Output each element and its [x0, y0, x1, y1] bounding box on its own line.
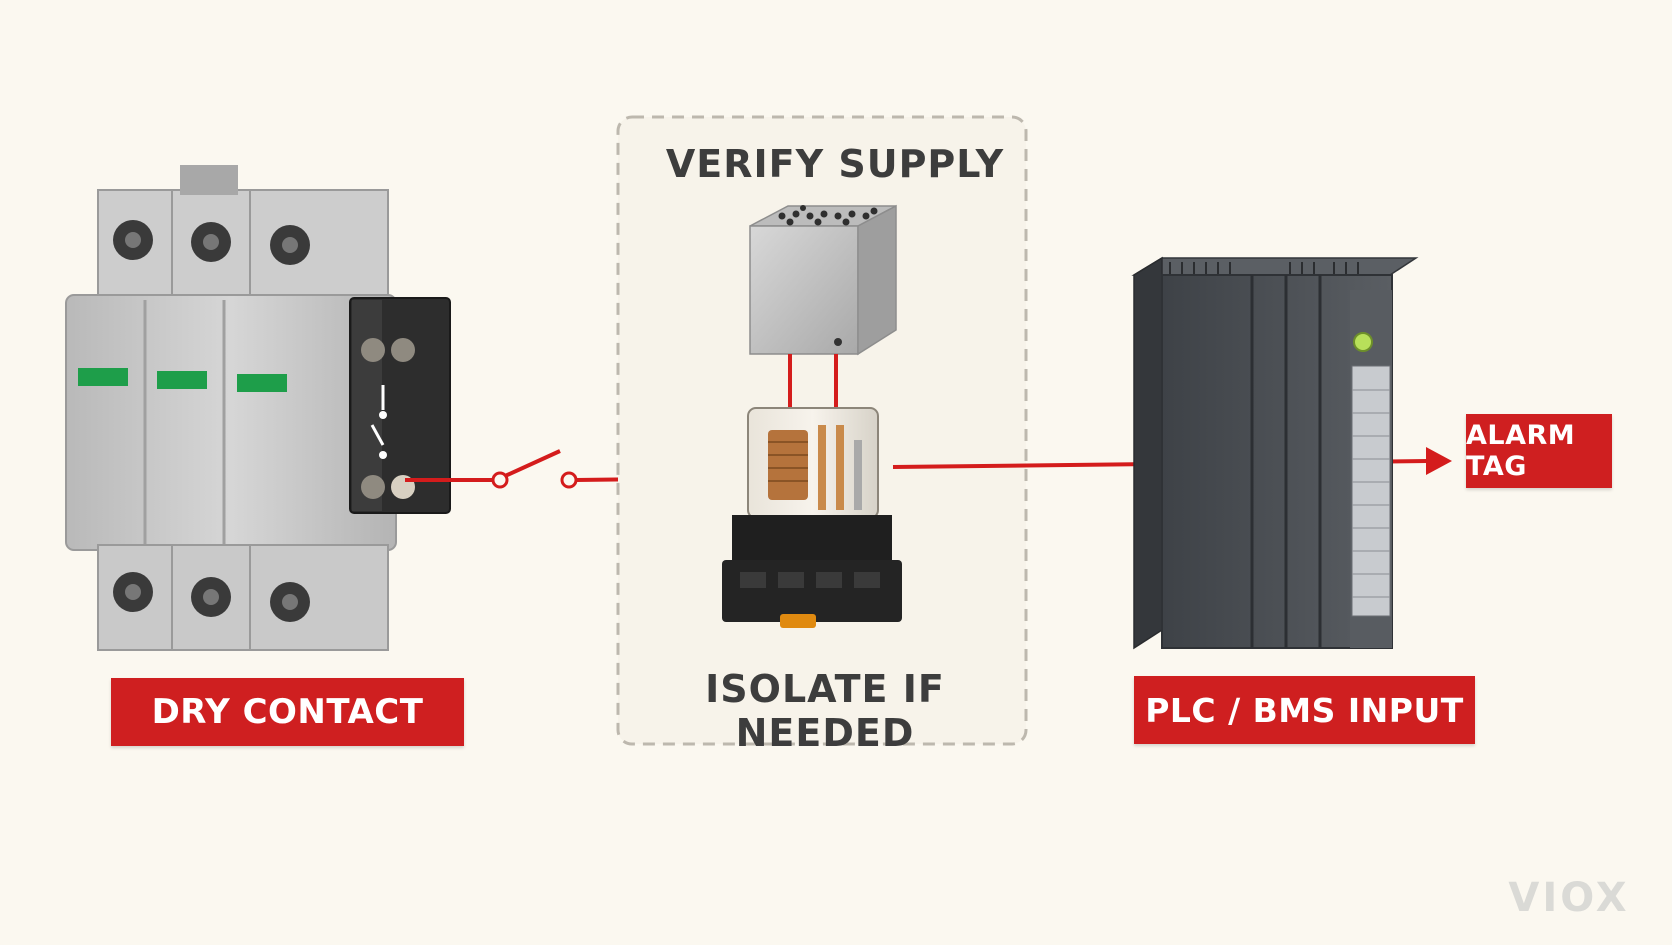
plc-module-icon: [1131, 256, 1419, 650]
relay-icon: [722, 407, 902, 628]
switch-contact-icon: [370, 385, 387, 459]
power-supply-icon: [749, 204, 897, 356]
dry-contact-label: DRY CONTACT: [111, 678, 464, 746]
viox-watermark-logo: VIOX: [1508, 875, 1630, 921]
alarm-tag-label: ALARM TAG: [1466, 414, 1612, 488]
verify-supply-caption: VERIFY SUPPLY: [665, 142, 1005, 186]
isolate-if-needed-caption: ISOLATE IF NEEDED: [705, 667, 945, 755]
plc-bms-input-label: PLC / BMS INPUT: [1134, 676, 1475, 744]
surge-protector-icon: [65, 165, 451, 651]
